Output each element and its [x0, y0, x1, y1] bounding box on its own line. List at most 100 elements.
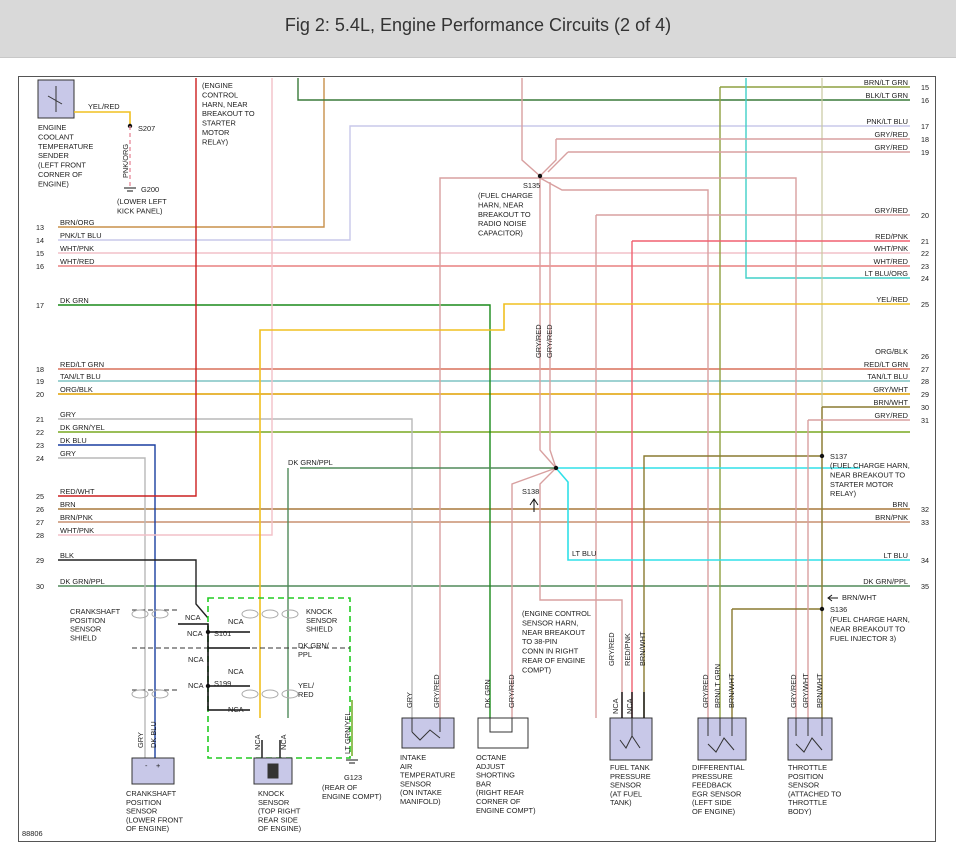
octane-bar-box	[477, 717, 529, 749]
nca-label: NCA	[187, 629, 203, 638]
right-wire-label: GRY/RED	[874, 143, 908, 152]
left-wire-label: GRY	[60, 410, 76, 419]
right-wire-label: LT BLU	[884, 551, 908, 560]
ckp-wire-dkblu: DK BLU	[149, 721, 158, 748]
left-wire-label: BRN	[60, 500, 76, 509]
nca-label: NCA	[228, 617, 244, 626]
tp-wire-gryred: GRY/RED	[789, 674, 798, 708]
wire-lt-blu-org	[745, 78, 910, 279]
dpfe-symbol	[707, 718, 735, 753]
right-wire-number: 15	[921, 83, 929, 92]
s138-desc: TO 38-PIN	[522, 637, 557, 646]
right-wire-number: 32	[921, 505, 929, 514]
ks-shield-label: SHIELD	[306, 625, 333, 634]
dpfe-sensor-label: PRESSURE	[692, 772, 733, 781]
dk-grn-ppl-ks-label: PPL	[298, 650, 312, 659]
s138-desc: COMPT)	[522, 665, 551, 674]
right-wire-number: 27	[921, 365, 929, 374]
right-wire-number: 30	[921, 403, 929, 412]
ckp-shield-symbol	[151, 689, 169, 699]
wire-gry-red-19	[547, 151, 910, 173]
ks-wire-nca: NCA	[279, 734, 288, 750]
engine-control-harness-label: (ENGINE	[202, 81, 233, 90]
wire-red-wht	[58, 78, 197, 497]
left-wire-number: 27	[36, 518, 44, 527]
ftp-sensor-label: TANK)	[610, 798, 632, 807]
left-wire-label: WHT/PNK	[60, 244, 94, 253]
left-wire-label: BRN/PNK	[60, 513, 93, 522]
ckp-shield-label: SHIELD	[70, 633, 97, 642]
left-wire-number: 19	[36, 377, 44, 386]
wire-brn-wht-s137	[643, 455, 822, 718]
s138-label: S138	[522, 487, 539, 496]
ect-sender-label: ENGINE)	[38, 179, 69, 188]
right-wire-label: BRN/LT GRN	[864, 78, 908, 87]
iat-sensor-label: (ON INTAKE	[400, 788, 442, 797]
s136-desc: (FUEL CHARGE HARN,	[830, 615, 910, 624]
ckp-sensor-label: OF ENGINE)	[126, 824, 169, 833]
left-wire-label: RED/WHT	[60, 487, 95, 496]
right-wire-number: 26	[921, 352, 929, 361]
right-wire-label: WHT/PNK	[874, 244, 908, 253]
s207-label: S207	[138, 124, 155, 133]
dpfe-sensor-box	[697, 717, 747, 761]
wire-gry-red-31	[807, 419, 910, 718]
right-wire-label: BRN	[892, 500, 908, 509]
left-wire-label: BRN/ORG	[60, 218, 95, 227]
ftp-sensor-label: (AT FUEL	[610, 789, 642, 798]
yel-red-ks-label: YEL/	[298, 681, 315, 690]
engine-control-harness-label: STARTER	[202, 119, 236, 128]
ks-leads	[261, 740, 281, 760]
engine-control-harness-label: MOTOR	[202, 128, 229, 137]
right-wire-number: 24	[921, 274, 929, 283]
wire-blk-ltgrn	[297, 78, 910, 101]
ect-sender-label: SENDER	[38, 151, 69, 160]
s135-desc: (FUEL CHARGE	[478, 191, 533, 200]
right-wire-number: 33	[921, 518, 929, 527]
knock-sensor-label: OF ENGINE)	[258, 824, 301, 833]
dpfe-wire-gryred: GRY/RED	[701, 674, 710, 708]
ckp-sensor-label: SENSOR	[126, 807, 157, 816]
right-wire-number: 29	[921, 390, 929, 399]
knock-sensor-label: (TOP RIGHT	[258, 807, 301, 816]
tp-sensor-box	[787, 717, 833, 761]
s138-dot	[553, 465, 559, 471]
tp-wire-grywht: GRY/WHT	[801, 673, 810, 708]
right-wire-number: 23	[921, 262, 929, 271]
dpfe-sensor-label: OF ENGINE)	[692, 807, 735, 816]
ect-sender-label: ENGINE	[38, 123, 66, 132]
octane-bar-label: BAR	[476, 779, 491, 788]
s136-dot	[819, 606, 825, 612]
ckp-sensor-box	[131, 757, 175, 785]
right-wire-label: GRY/RED	[874, 411, 908, 420]
ckp-minus: -	[145, 761, 148, 770]
octane-bar-label: ADJUST	[476, 762, 505, 771]
left-wire-label: GRY	[60, 449, 76, 458]
wire-gry-red-18	[539, 138, 910, 177]
iat-sensor-label: MANIFOLD)	[400, 797, 441, 806]
ect-sender-label: COOLANT	[38, 132, 74, 141]
octane-bar-label: OCTANE	[476, 753, 506, 762]
ckp-shield-symbol	[131, 689, 149, 699]
nca-label: NCA	[188, 681, 204, 690]
right-wire-number: 31	[921, 416, 929, 425]
left-wire-number: 16	[36, 262, 44, 271]
ckp-sensor-label: CRANKSHAFT	[126, 789, 177, 798]
wire-yel-red-25	[259, 303, 910, 718]
octane-wire-gryred: GRY/RED	[507, 674, 516, 708]
left-wire-number: 17	[36, 301, 44, 310]
wire-brn-ltgrn	[719, 86, 910, 718]
right-wire-number: 21	[921, 237, 929, 246]
shield-drain-wires	[178, 623, 250, 711]
g123-location: (REAR OF	[322, 783, 358, 792]
knock-sensor-label: REAR SIDE	[258, 815, 298, 824]
right-wire-label: GRY/RED	[874, 206, 908, 215]
knock-sensor-label: KNOCK	[258, 789, 284, 798]
yel-red-label: YEL/RED	[88, 102, 120, 111]
octane-bar-label: SHORTING	[476, 771, 515, 780]
gry-red-vertical-2: GRY/RED	[545, 324, 554, 358]
wire-gry-iat	[58, 418, 413, 718]
ks-shield-symbol	[281, 689, 299, 699]
ks-shield-symbol	[261, 609, 279, 619]
ftp-sensor-label: FUEL TANK	[610, 763, 650, 772]
